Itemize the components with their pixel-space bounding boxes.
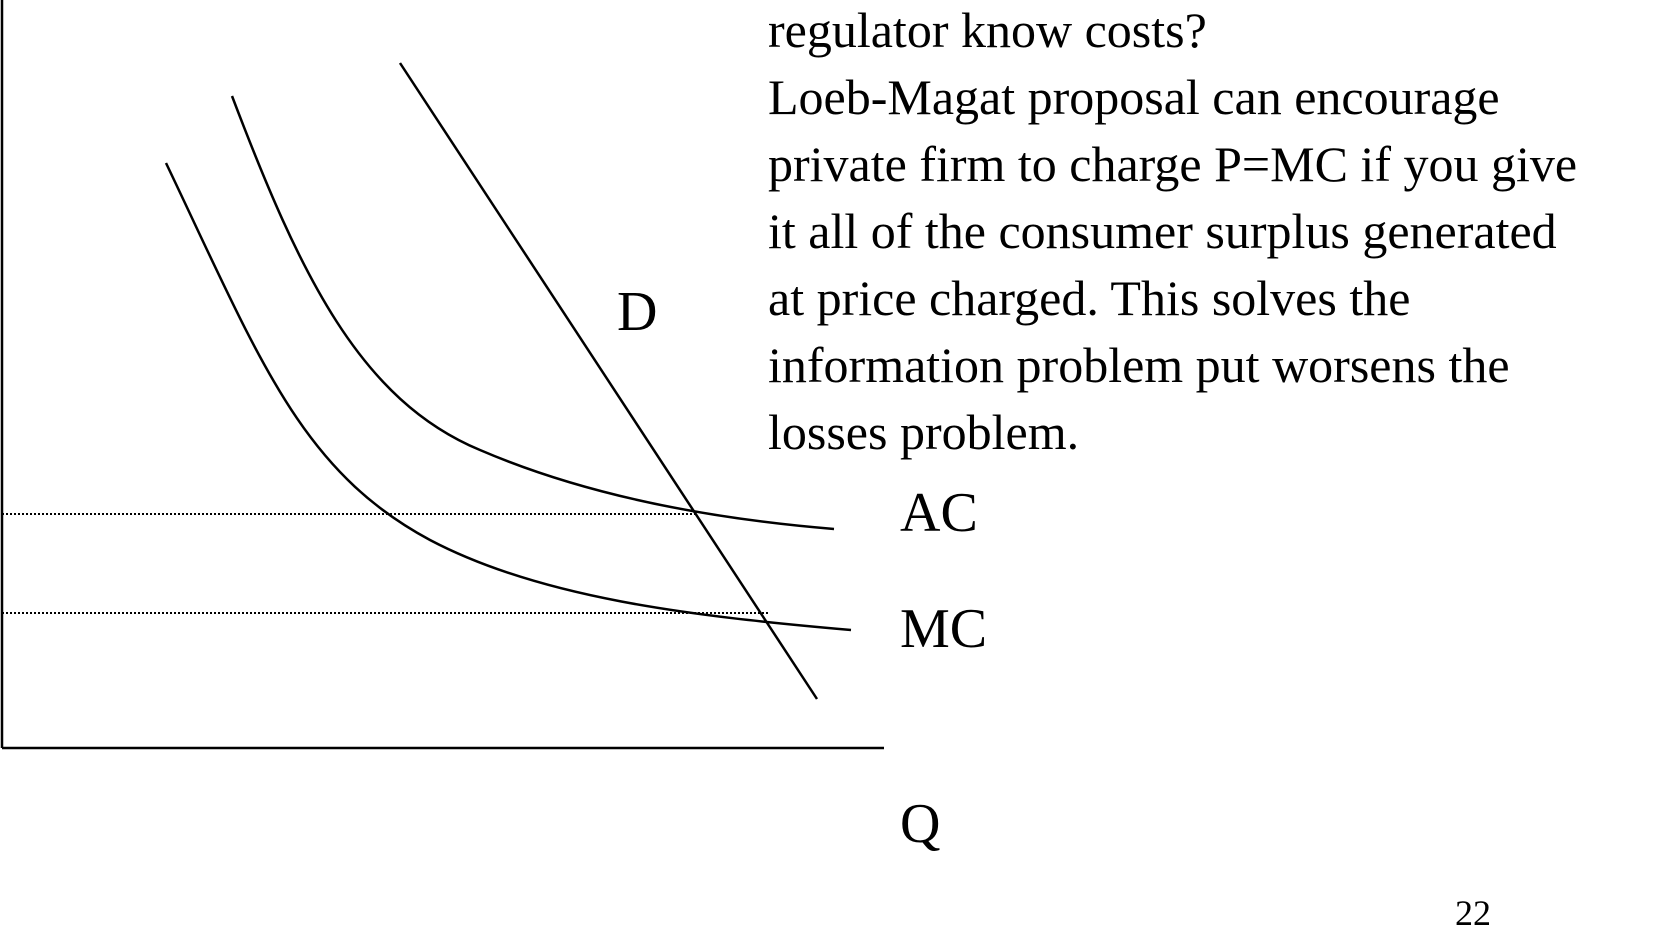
slide-body-text: regulator know costs? Loeb-Magat proposa… [768,0,1667,466]
text-line: at price charged. This solves the [768,270,1411,326]
marginal-cost-label: MC [900,598,987,660]
quantity-axis-label: Q [900,793,940,855]
text-line: Loeb-Magat proposal can encourage [768,69,1500,125]
text-line: losses problem. [768,404,1080,460]
text-line: information problem put worsens the [768,337,1510,393]
text-line: regulator know costs? [768,2,1207,58]
text-line: private firm to charge P=MC if you give [768,136,1578,192]
demand-curve [398,62,819,700]
text-line: it all of the consumer surplus generated [768,203,1557,259]
page-number: 22 [1455,893,1491,933]
average-cost-label: AC [900,482,978,544]
marginal-cost-curve [164,162,852,632]
demand-label: D [617,281,657,343]
average-cost-curve [230,95,835,531]
